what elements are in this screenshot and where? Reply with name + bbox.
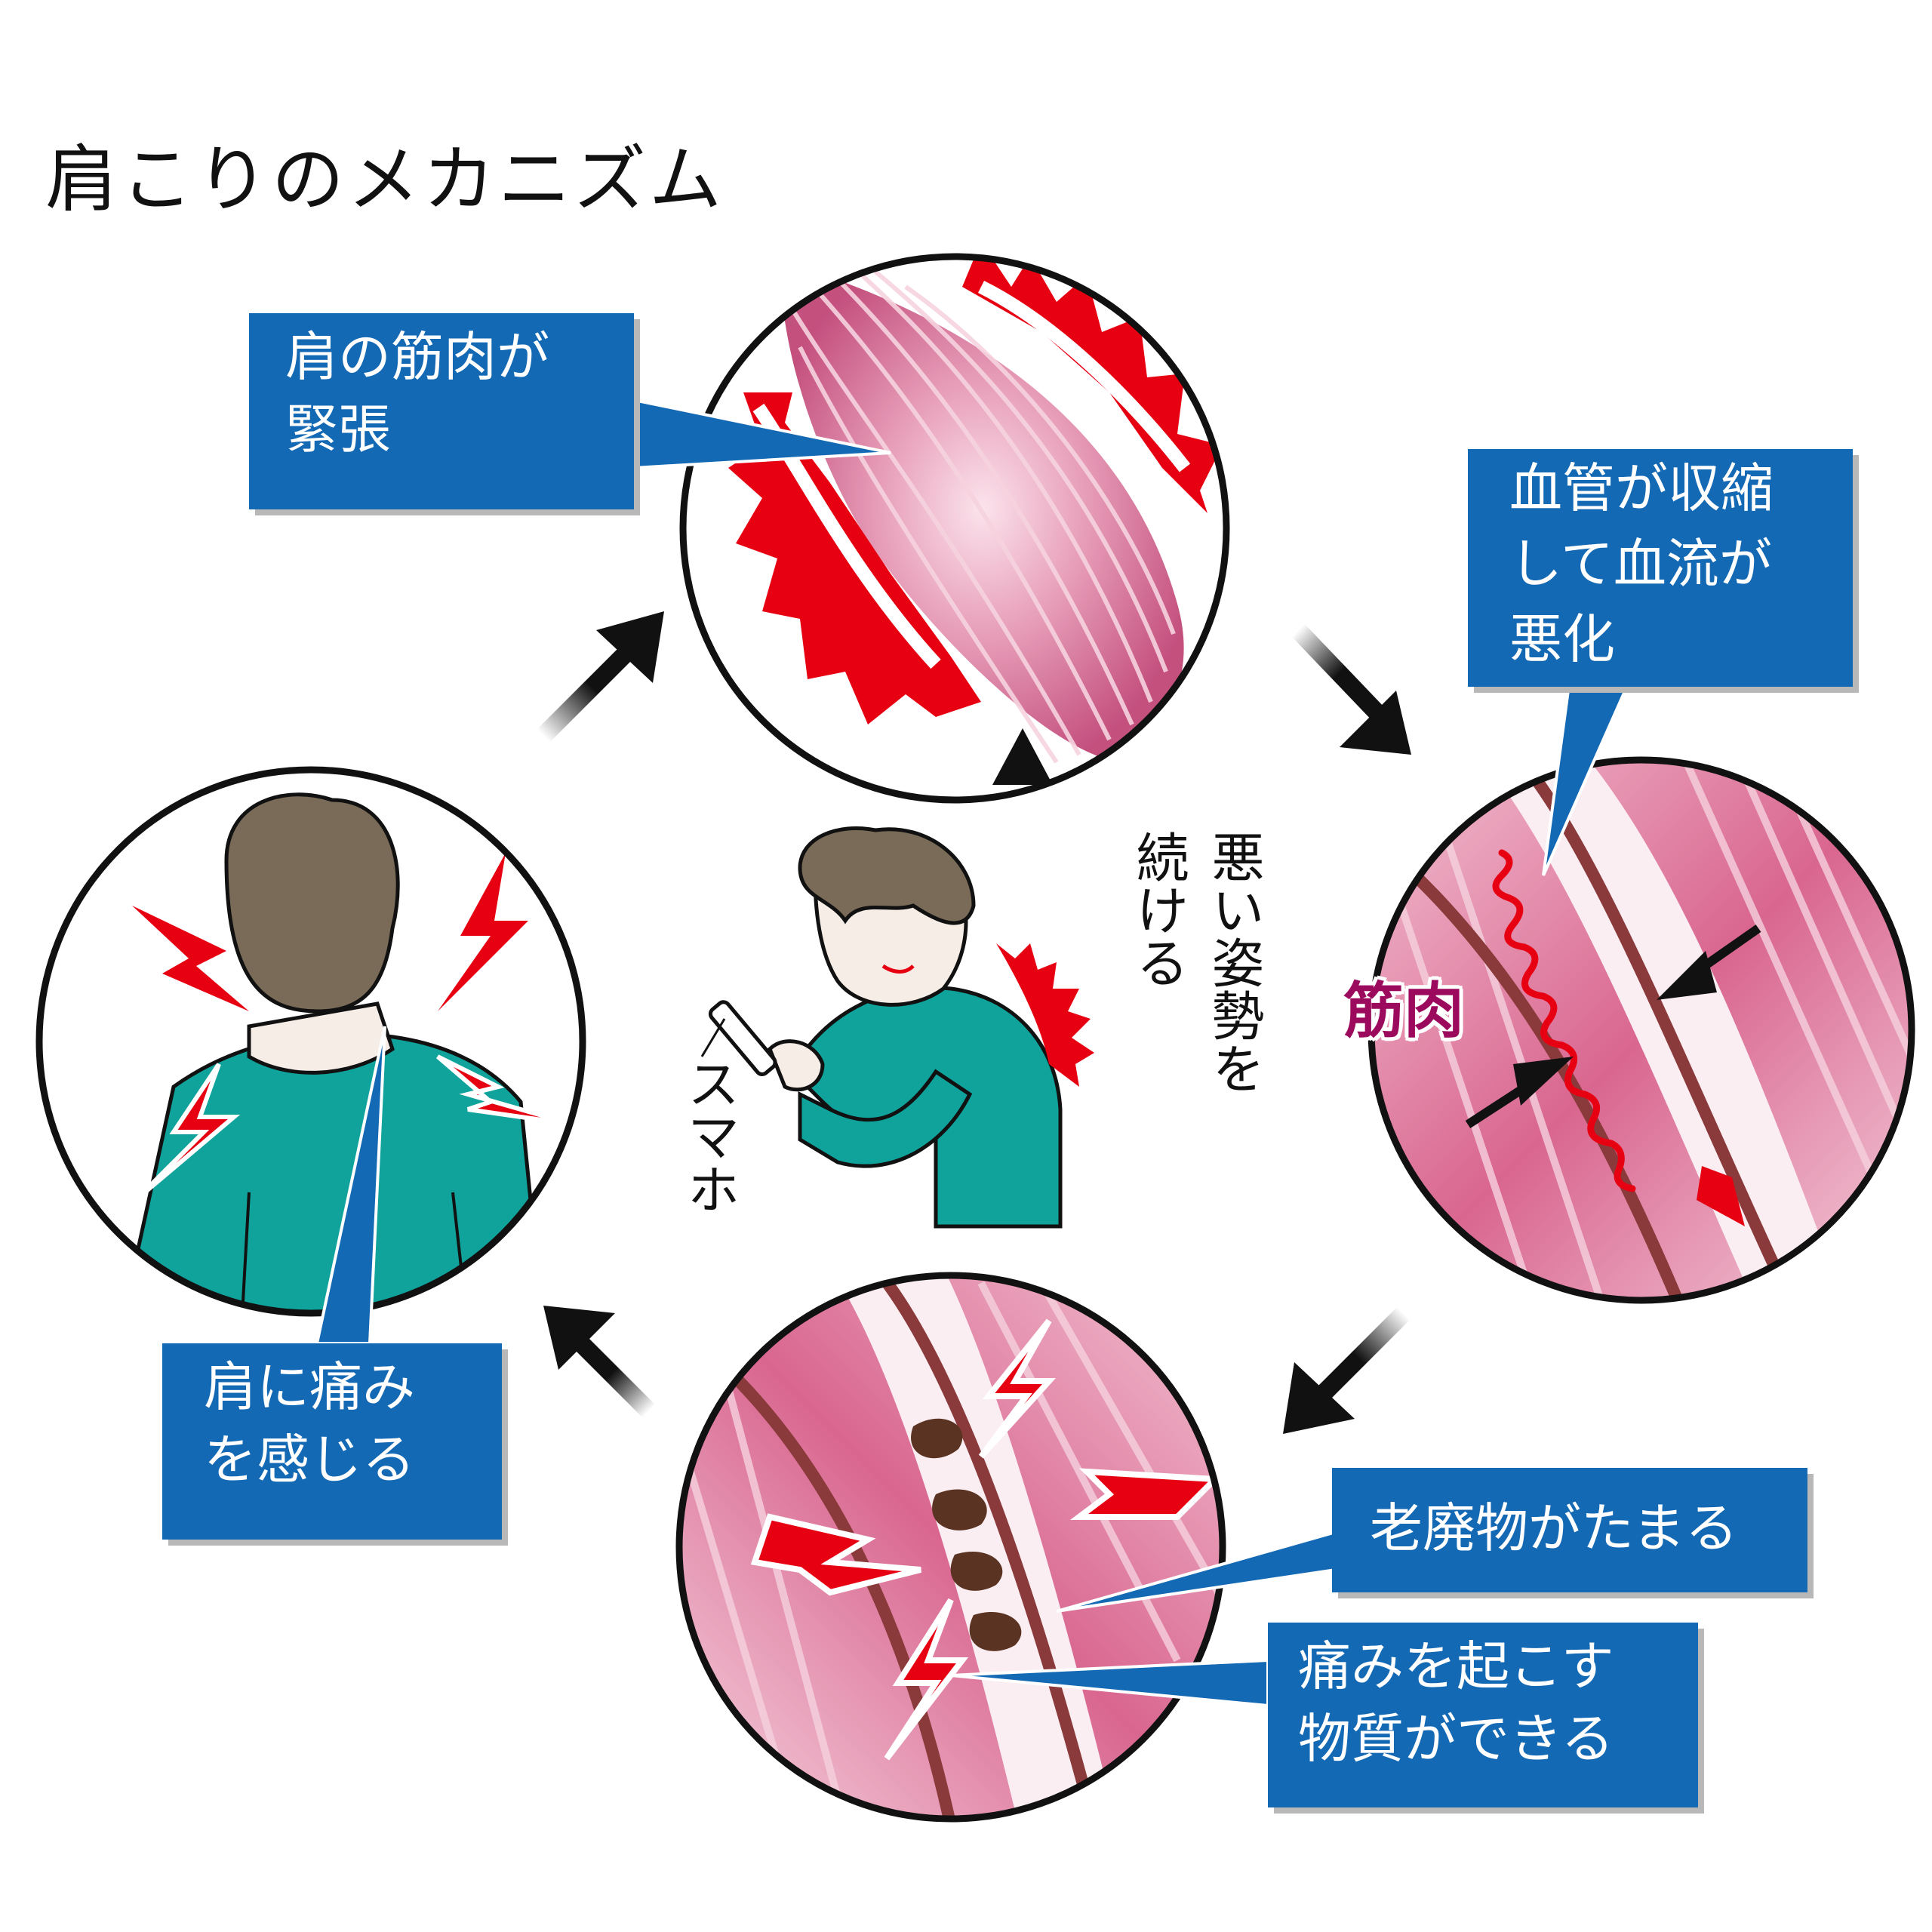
- phone-user-illustration: [700, 826, 1094, 1229]
- callout-line: 緊張: [285, 398, 391, 460]
- posture-line-2: 続ける: [1128, 830, 1189, 989]
- user-hair: [798, 826, 976, 925]
- pain-bolt-upper-left: [132, 906, 249, 1011]
- callout-line: 肩に痛み: [204, 1356, 415, 1418]
- posture-label: 悪い姿勢を続ける: [1121, 830, 1272, 1147]
- pain-bolt-lower-left: [134, 1063, 241, 1202]
- callout-line: 痛みを起こす: [1298, 1635, 1614, 1697]
- vessel-wall-right-2: [870, 1275, 1100, 1819]
- waste-deposits: [911, 1418, 1022, 1651]
- cycle-arrows: [537, 611, 1411, 1434]
- callout-waste: 老廃物がたまる: [1332, 1468, 1807, 1592]
- callout-line: を感じる: [204, 1429, 415, 1491]
- pointer-tension: [632, 398, 891, 470]
- callout-muscle-tension: 肩の筋肉が 緊張: [249, 313, 634, 509]
- arrow-to-pain: [567, 1329, 656, 1418]
- pain-bolt-right: [1070, 1468, 1223, 1520]
- callout-line: 悪化: [1509, 608, 1615, 670]
- pain-bolt-upper-right: [438, 853, 528, 1011]
- smartphone-label: スマホ: [678, 1057, 740, 1215]
- blood-flow-wave: [1492, 849, 1636, 1192]
- pain-bolt-bottom: [884, 1598, 969, 1761]
- user-hand: [768, 1039, 825, 1092]
- posture-line-1: 悪い姿勢を: [1203, 830, 1265, 1094]
- callout-feel-pain: 肩に痛み を感じる: [162, 1343, 502, 1540]
- arrow-to-waste: [1306, 1306, 1411, 1411]
- callout-line: 肩の筋肉が: [285, 326, 549, 388]
- tense-muscle-circle: [679, 253, 1230, 804]
- callout-line: 血管が収縮: [1509, 457, 1774, 519]
- smartphone: [708, 1000, 777, 1077]
- back-hair: [224, 792, 400, 1014]
- arrow-to-vessel: [1291, 623, 1388, 724]
- callout-line: 物質ができる: [1298, 1708, 1614, 1770]
- shoulder-pain-circle: [35, 766, 586, 1317]
- waste-circle: [675, 1272, 1226, 1823]
- pain-bolt-left: [750, 1513, 921, 1596]
- blood-vessel-circle: [1367, 756, 1915, 1304]
- page-title: 肩こりのメカニズム: [45, 137, 724, 222]
- muscle-label: 筋肉: [1343, 976, 1464, 1046]
- callout-line: 老廃物がたまる: [1370, 1497, 1738, 1559]
- neck-strain-spikes: [996, 943, 1094, 1087]
- user-arm: [798, 1069, 973, 1168]
- callout-line: して血流が: [1509, 533, 1772, 595]
- pain-bolt-top: [978, 1318, 1056, 1459]
- callout-pain-substance: 痛みを起こす 物質ができる: [1268, 1623, 1698, 1807]
- phone-leader-line: [700, 1018, 726, 1057]
- callout-blood-flow: 血管が収縮 して血流が 悪化: [1468, 449, 1853, 687]
